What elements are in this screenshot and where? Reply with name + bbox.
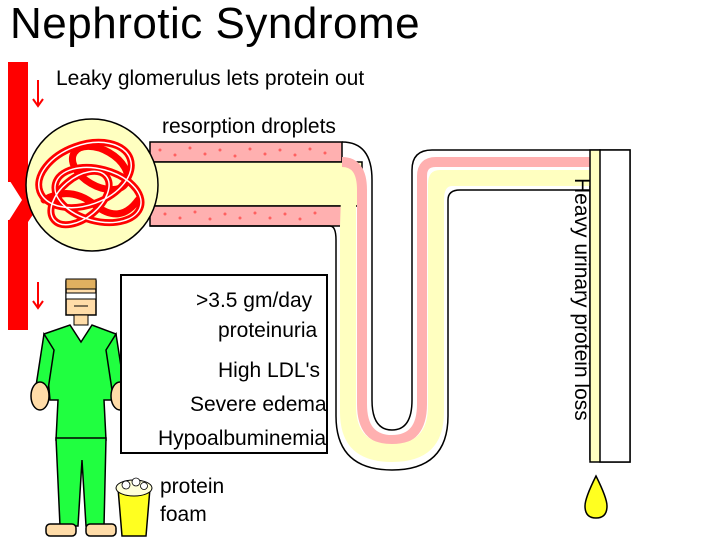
info-line-proteinuria: proteinuria [218, 319, 318, 342]
down-arrow-icon [32, 80, 44, 108]
label-leaky-glomerulus: Leaky glomerulus lets protein out [56, 67, 365, 90]
label-protein-foam-1: protein [160, 475, 225, 498]
label-urinary-protein-loss: Heavy urinary protein loss [570, 178, 593, 421]
info-line-hypoalbuminemia: Hypoalbuminemia [158, 427, 327, 450]
page-title: Nephrotic Syndrome [10, 0, 421, 48]
glomerular-tuft-highlights [37, 141, 142, 226]
label-resorption-droplets: resorption droplets [162, 115, 336, 138]
info-line-severe-edema: Severe edema [190, 393, 327, 416]
label-protein-foam-2: foam [160, 503, 207, 526]
urine-drop-icon [584, 474, 608, 519]
renal-tubule [149, 141, 631, 471]
patient-figure [30, 278, 130, 537]
resorption-droplets [158, 146, 327, 221]
info-line-high-ldl: High LDL's [218, 359, 321, 382]
down-arrow-icon [32, 282, 44, 310]
blood-vessel-top [8, 62, 28, 182]
info-box: >3.5 gm/day proteinuria High LDL's Sever… [120, 274, 328, 454]
info-line-protein-amount: >3.5 gm/day [196, 289, 313, 312]
blood-vessel-bottom [8, 220, 28, 330]
foam-glass-icon [115, 477, 153, 537]
